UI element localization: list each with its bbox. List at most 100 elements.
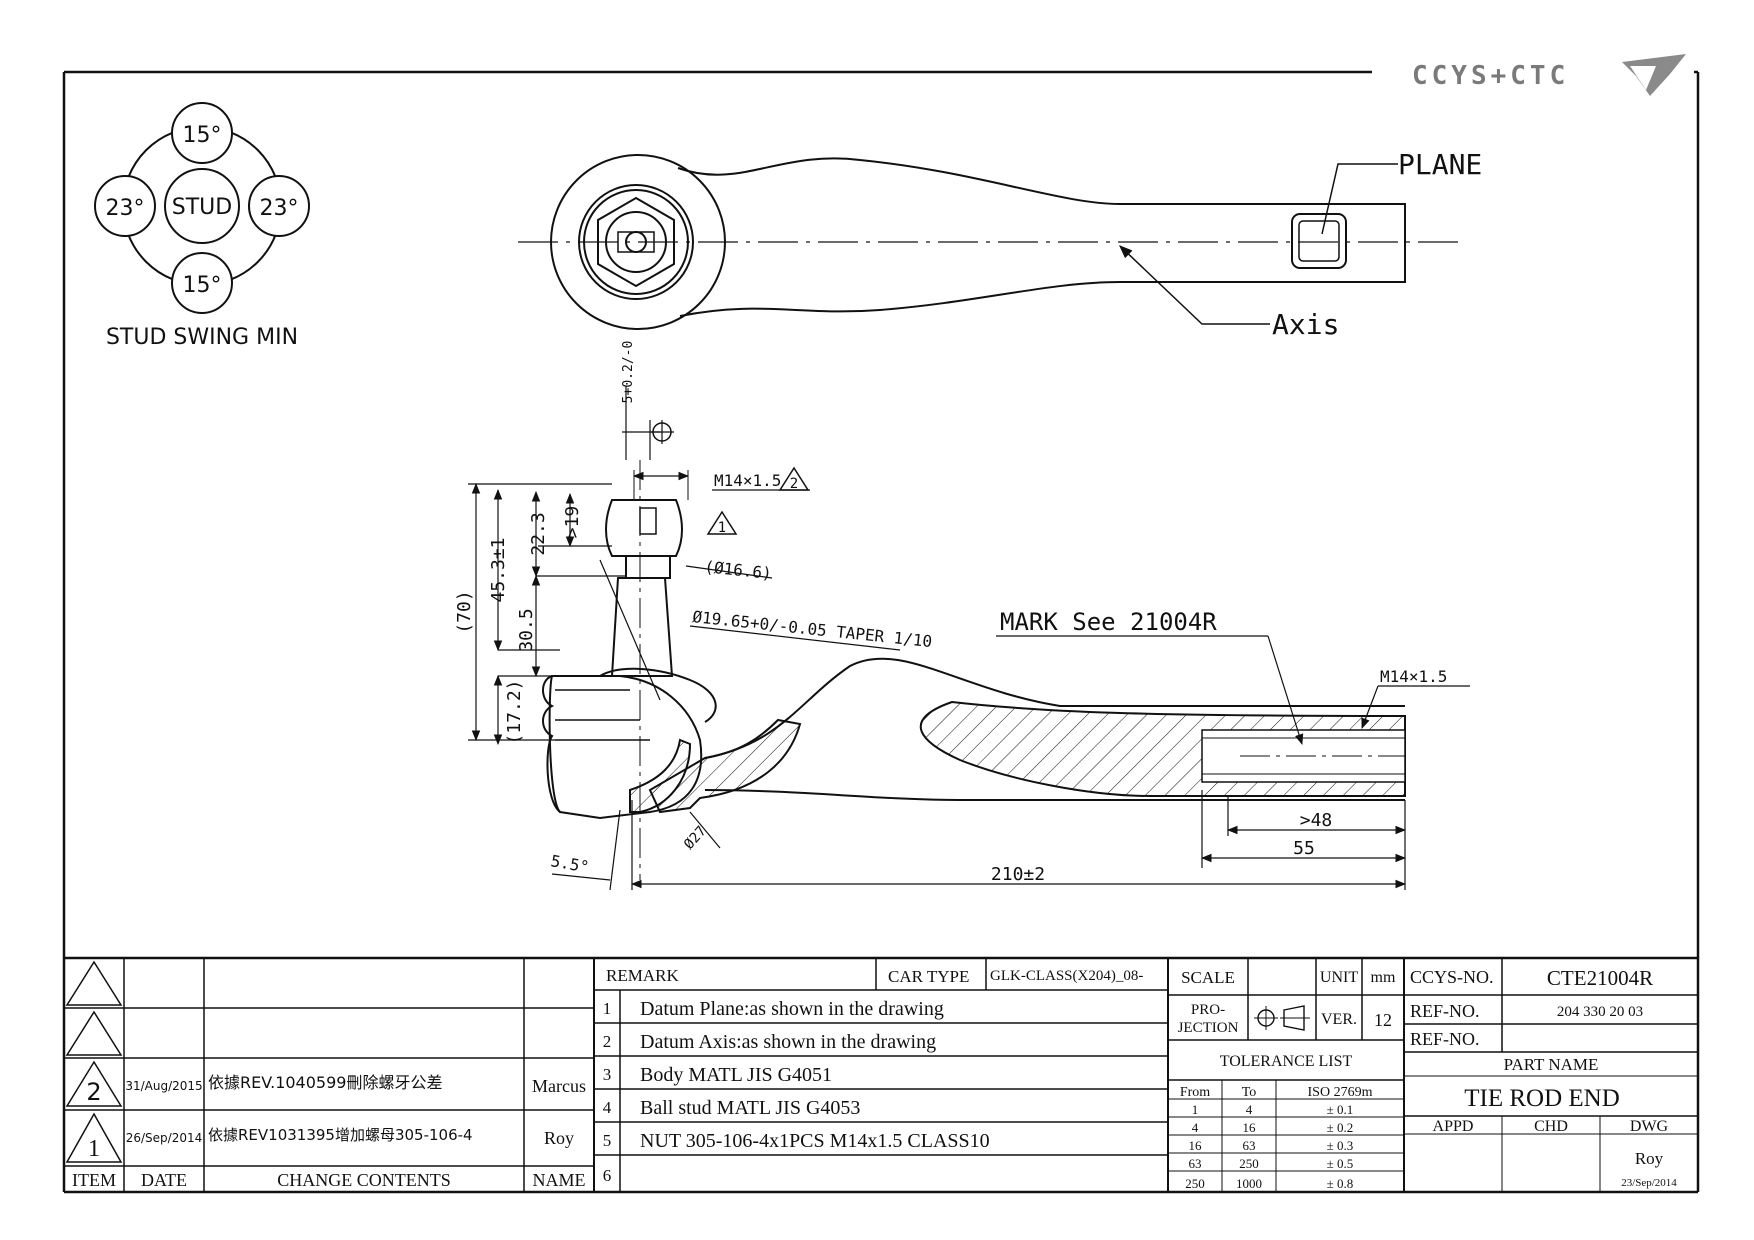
remark-4-text: Ball stud MATL JIS G4053 [640,1097,860,1119]
rev-row1-triangle-icon [65,960,123,1006]
rev-header-item: ITEM [72,1170,116,1190]
part-name-label: PART NAME [1504,1055,1599,1074]
ref-no-label: REF-NO. [1410,1001,1480,1021]
vertical-dimensions [468,482,626,746]
thread-end-label: M14×1.5 [1380,667,1447,686]
tol-header-iso: ISO 2769m [1308,1085,1373,1100]
tol-4-to: 250 [1239,1156,1259,1171]
rev-row4-date: 26/Sep/2014 [126,1131,203,1145]
tol-1-value: ± 0.1 [1327,1102,1354,1117]
rev-row4-triangle-icon [65,1112,123,1163]
chd-label: CHD [1534,1118,1568,1135]
remark-4-num: 4 [603,1098,612,1117]
ver-label: VER. [1321,1011,1357,1028]
tol-5-to: 1000 [1236,1176,1262,1191]
title-block: 2 1 31/Aug/2015 26/Sep/2014 依據REV.104059… [64,956,1698,1192]
thread-main-label: M14×1.5 [714,471,781,490]
tol-header-from: From [1180,1085,1210,1100]
rev-header-name: NAME [533,1170,586,1190]
remark-3-text: Body MATL JIS G4051 [640,1064,832,1086]
rev-row3-date: 31/Aug/2015 [125,1079,202,1093]
swing-left-value: 23° [106,196,145,221]
angle-5-5: 5.5° [549,851,590,876]
stud-circle [164,168,240,244]
tolerance-title: TOLERANCE LIST [1220,1053,1353,1070]
dim-48: >48 [1300,810,1333,831]
tol-4-from: 63 [1189,1156,1202,1171]
axis-label: Axis [1272,308,1339,341]
revision-table: 2 1 31/Aug/2015 26/Sep/2014 依據REV.104059… [64,958,595,1192]
dim-nut-width: 5+0.2/-0 [621,341,636,404]
projection-label-line2: JECTION [1178,1020,1239,1036]
tol-2-to: 16 [1243,1120,1257,1135]
dim-45-3: 45.3±1 [488,537,509,602]
rev-row4-content: 依據REV1031395增加螺母305-106-4 [208,1126,473,1144]
thread-main-note: 2 [790,476,798,492]
tol-1-from: 1 [1192,1102,1199,1117]
tol-1-to: 4 [1246,1102,1253,1117]
dim-19: >19 [562,506,583,539]
rev-row2-triangle-icon [65,1010,123,1056]
company-logo: CCYS+CTC [1412,54,1686,96]
horizontal-dimensions [551,790,1407,891]
mark-label: MARK See 21004R [1000,608,1217,636]
remark-5-text: NUT 305-106-4x1PCS M14x1.5 CLASS10 [640,1130,990,1152]
tol-4-value: ± 0.5 [1327,1156,1354,1171]
rev-header-content: CHANGE CONTENTS [277,1170,451,1190]
drawing-frame [62,70,1700,1194]
dim-30-5: 30.5 [516,608,537,651]
part-name-value: TIE ROD END [1464,1085,1620,1112]
remark-2-num: 2 [603,1032,612,1051]
remark-1-text: Datum Plane:as shown in the drawing [640,998,944,1020]
unit-value: mm [1371,969,1396,986]
tol-5-from: 250 [1185,1176,1205,1191]
swing-top-circle [171,102,233,164]
swing-bottom-circle [171,252,233,314]
tol-2-value: ± 0.2 [1327,1120,1354,1135]
tol-5-value: ± 0.8 [1327,1176,1354,1191]
rev-note-triangle-2-icon [778,466,810,491]
dim-55: 55 [1293,838,1315,859]
ccys-no-label: CCYS-NO. [1410,967,1494,987]
top-view: PLANE Axis [518,148,1482,341]
stud-swing-caption: STUD SWING MIN [106,325,298,350]
scale-tolerance-block: SCALE UNIT mm PRO- JECTION VER. 12 TOLER… [1168,958,1405,1192]
unit-label: UNIT [1320,969,1358,986]
remark-6-num: 6 [603,1166,612,1185]
remarks-table: REMARK CAR TYPE GLK-CLASS(X204)_08- 1 Da… [594,958,1169,1192]
dwg-date: 23/Sep/2014 [1621,1177,1677,1189]
nut-note: 1 [718,520,726,536]
swing-bottom-value: 15° [183,273,222,298]
dwg-label: DWG [1630,1118,1669,1135]
ref-no-value: 204 330 20 03 [1557,1004,1643,1020]
rev-row4-name: Roy [544,1128,574,1148]
remark-5-num: 5 [603,1131,612,1150]
rev-row3-content: 依據REV.1040599刪除螺牙公差 [208,1073,442,1092]
remark-1-num: 1 [603,999,612,1018]
swing-right-value: 23° [260,196,299,221]
dwg-name: Roy [1635,1149,1664,1168]
remark-2-text: Datum Axis:as shown in the drawing [640,1031,936,1053]
appd-label: APPD [1433,1118,1474,1135]
dim-22-3: 22.3 [528,512,549,555]
scale-label: SCALE [1181,968,1235,987]
rev-row3-mark: 2 [86,1078,101,1106]
stud-swing-diagram: STUD 15° 15° 23° 23° STUD SWING MIN [94,102,310,350]
tol-3-from: 16 [1189,1138,1203,1153]
dim-17-2: (17.2) [504,679,525,744]
swing-left-circle [94,175,156,237]
tol-2-from: 4 [1192,1120,1199,1135]
logo-mark-icon [1622,54,1686,96]
plane-label: PLANE [1398,148,1482,181]
tol-3-value: ± 0.3 [1327,1138,1354,1153]
rev-note-triangle-1-icon [706,510,738,535]
swing-right-circle [248,175,310,237]
car-type-value: GLK-CLASS(X204)_08- [990,968,1143,984]
remark-title: REMARK [606,966,679,985]
tol-3-to: 63 [1243,1138,1256,1153]
stud-label: STUD [172,195,232,220]
tol-header-to: To [1242,1085,1257,1100]
rev-row4-mark: 1 [88,1136,100,1162]
projection-label-line1: PRO- [1191,1002,1225,1018]
